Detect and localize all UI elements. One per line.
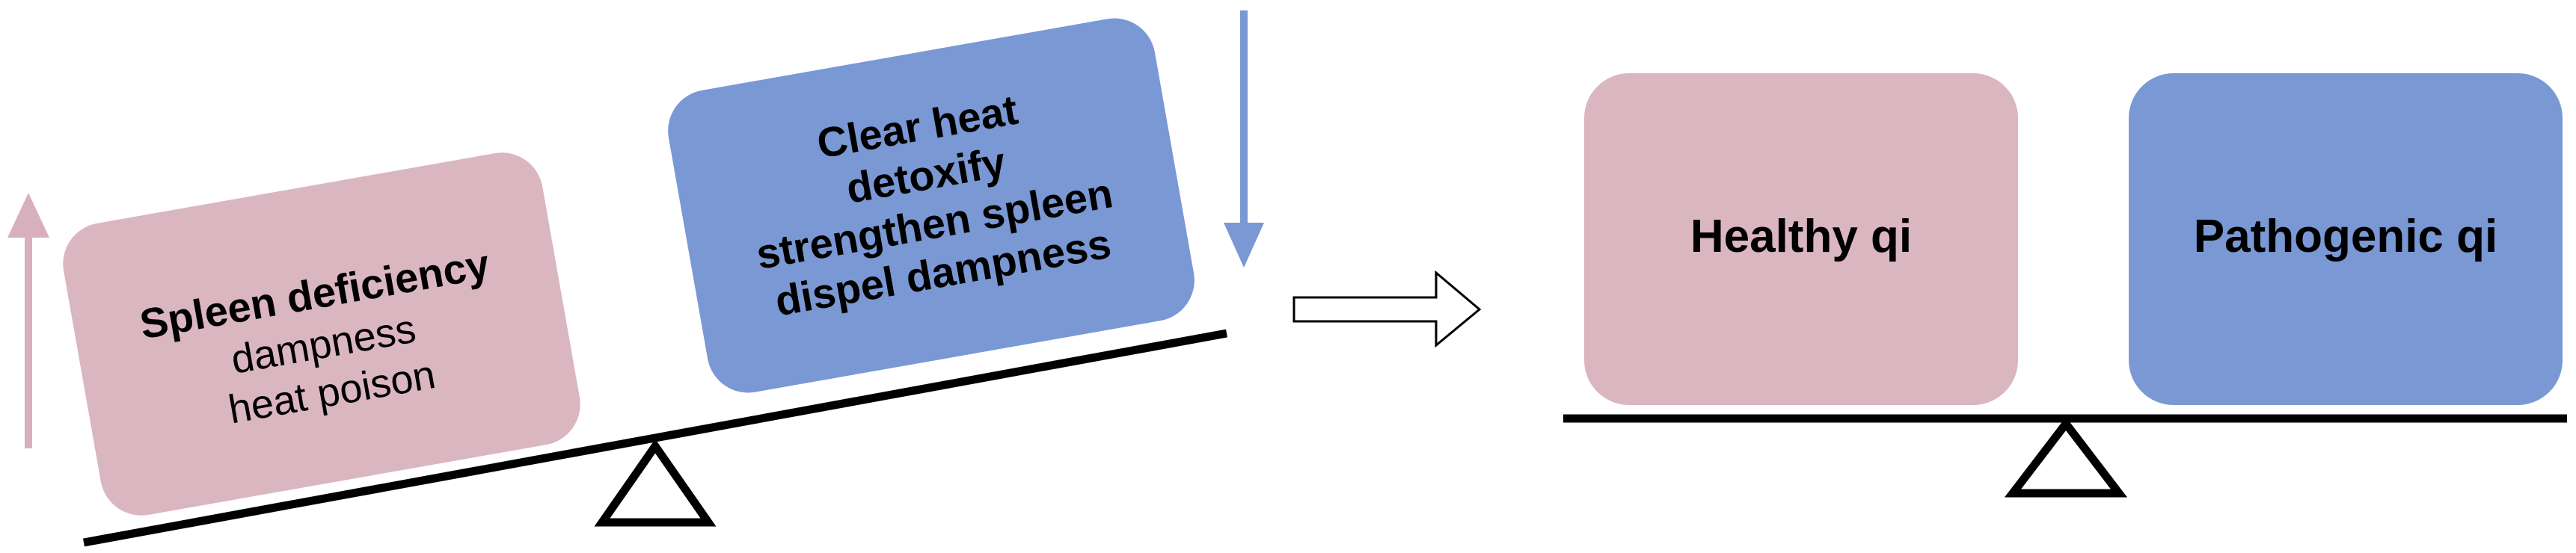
healthy-qi-box: Healthy qi: [1584, 73, 2018, 405]
left-fulcrum: [594, 439, 717, 527]
arrow-up-head: [7, 193, 49, 238]
pathogenic-qi-box: Pathogenic qi: [2129, 73, 2563, 405]
left-beam: [83, 329, 1227, 547]
arrow-down-icon: [1224, 10, 1264, 268]
spleen-deficiency-box-bg: [63, 152, 580, 516]
right-fulcrum: [2004, 416, 2128, 498]
treatment-box-bg: [668, 18, 1195, 393]
healthy-qi-box-bg: [1584, 73, 2018, 405]
treatment-box: Clear heat detoxify strengthen spleen di…: [668, 18, 1195, 393]
arrow-up-icon: [7, 193, 49, 448]
pathogenic-qi-label: Pathogenic qi: [2194, 211, 2497, 262]
hollow-arrow-right-icon: [1292, 270, 1482, 348]
arrow-down-head: [1224, 223, 1264, 268]
pathogenic-qi-box-bg: [2129, 73, 2563, 405]
spleen-deficiency-box: Spleen deficiency dampness heat poison: [63, 152, 580, 516]
healthy-qi-label: Healthy qi: [1690, 211, 1912, 262]
